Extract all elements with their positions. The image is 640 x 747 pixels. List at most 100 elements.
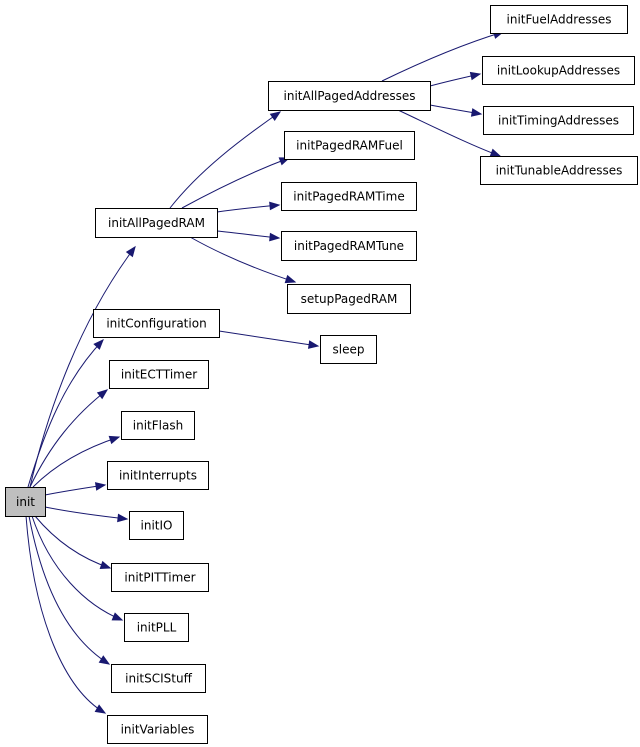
node-box (129, 511, 184, 540)
arrowhead (96, 389, 109, 400)
edge-init-to-initInterrupts (44, 482, 107, 496)
arrowhead (98, 655, 111, 665)
node-label: initPITTimer (124, 571, 195, 585)
node-box (287, 284, 411, 314)
edge-initAllPagedAddresses-to-initTimingAddresses (429, 104, 483, 117)
node-box (5, 487, 46, 517)
edge-line (31, 515, 123, 621)
arrowhead (489, 148, 502, 157)
node-box (107, 461, 209, 490)
node-initPagedRAMTune[interactable]: initPagedRAMTune (281, 231, 417, 261)
node-box (482, 56, 635, 85)
node-box (111, 563, 209, 592)
arrowhead (470, 108, 483, 117)
node-initAllPagedAddresses[interactable]: initAllPagedAddresses (268, 81, 431, 111)
node-initTunableAddresses[interactable]: initTunableAddresses (480, 156, 638, 185)
node-label: initPLL (137, 621, 177, 635)
arrowhead (93, 339, 104, 350)
edge-line (32, 436, 120, 488)
node-box (480, 156, 638, 185)
edge-line (29, 389, 108, 488)
node-label: initConfiguration (106, 317, 206, 331)
arrowhead (125, 245, 136, 258)
node-box (490, 5, 628, 34)
edge-init-to-initConfiguration (27, 339, 104, 488)
node-box (111, 664, 206, 693)
nodes-layer: init initAllPagedRAM initConfiguration init… (5, 5, 638, 744)
node-box (109, 360, 209, 389)
arrowhead (307, 340, 320, 349)
edge-line (397, 109, 501, 157)
node-label: initAllPagedAddresses (284, 89, 416, 103)
edge-line (169, 111, 281, 209)
node-initPagedRAMFuel[interactable]: initPagedRAMFuel (284, 131, 415, 160)
node-box (268, 81, 431, 111)
arrowhead (269, 232, 281, 242)
edge-init-to-initECTTimer (29, 389, 109, 488)
node-initPITTimer[interactable]: initPITTimer (111, 563, 209, 592)
node-label: initIO (141, 519, 173, 533)
edge-initConfiguration-to-sleep (218, 330, 320, 349)
node-init[interactable]: init (5, 487, 46, 517)
edge-init-to-initIO (44, 506, 129, 523)
arrowhead (111, 612, 124, 621)
node-label: initPagedRAMTime (293, 190, 404, 204)
node-label: initFuelAddresses (507, 13, 612, 27)
edge-line (218, 330, 319, 347)
node-initPagedRAMTime[interactable]: initPagedRAMTime (281, 182, 417, 211)
node-initPLL[interactable]: initPLL (124, 613, 189, 642)
node-label: initPagedRAMFuel (296, 139, 403, 153)
edge-initAllPagedAddresses-to-initLookupAddresses (429, 71, 482, 87)
edge-line (27, 339, 104, 488)
node-initVariables[interactable]: initVariables (107, 715, 208, 744)
edge-init-to-initPLL (31, 515, 124, 621)
edge-init-to-initPITTimer (34, 515, 112, 570)
node-initLookupAddresses[interactable]: initLookupAddresses (482, 56, 635, 85)
arrowhead (108, 435, 121, 445)
node-label: initInterrupts (119, 469, 197, 483)
node-label: initPagedRAMTune (294, 239, 404, 253)
node-box (281, 182, 417, 211)
node-initFuelAddresses[interactable]: initFuelAddresses (490, 5, 628, 34)
edge-initAllPagedRAM-to-initPagedRAMFuel (181, 157, 291, 209)
arrowhead (284, 274, 297, 284)
node-initTimingAddresses[interactable]: initTimingAddresses (483, 106, 634, 135)
node-initSCIStuff[interactable]: initSCIStuff (111, 664, 206, 693)
arrowhead (469, 71, 482, 81)
node-initFlash[interactable]: initFlash (121, 411, 195, 440)
node-label: initTimingAddresses (498, 114, 619, 128)
node-initAllPagedRAM[interactable]: initAllPagedRAM (95, 208, 218, 238)
node-box (124, 613, 189, 642)
node-label: initSCIStuff (125, 672, 192, 686)
node-initConfiguration[interactable]: initConfiguration (93, 309, 220, 338)
node-box (320, 335, 377, 364)
edge-line (189, 236, 296, 283)
edges-layer (25, 30, 505, 714)
edge-line (25, 515, 106, 714)
edge-line (181, 157, 290, 209)
node-label: initVariables (121, 723, 195, 737)
node-label: init (16, 495, 35, 509)
node-sleep[interactable]: sleep (320, 335, 377, 364)
node-label: initLookupAddresses (497, 64, 620, 78)
node-box (483, 106, 634, 135)
arrowhead (99, 560, 112, 570)
arrowhead (117, 513, 129, 523)
node-initInterrupts[interactable]: initInterrupts (107, 461, 209, 490)
node-label: sleep (333, 343, 365, 357)
node-label: initTunableAddresses (496, 164, 623, 178)
edge-line (44, 506, 128, 520)
node-box (281, 231, 417, 261)
node-initECTTimer[interactable]: initECTTimer (109, 360, 209, 389)
edge-init-to-initSCIStuff (28, 515, 111, 665)
edge-line (34, 515, 111, 569)
edge-line (381, 31, 504, 82)
node-initIO[interactable]: initIO (129, 511, 184, 540)
edge-line (28, 515, 110, 665)
edge-initAllPagedRAM-to-setupPagedRAM (189, 236, 297, 284)
node-setupPagedRAM[interactable]: setupPagedRAM (287, 284, 411, 314)
edge-init-to-initVariables (25, 515, 107, 714)
arrowhead (269, 201, 281, 211)
edge-init-to-initFlash (32, 435, 121, 488)
